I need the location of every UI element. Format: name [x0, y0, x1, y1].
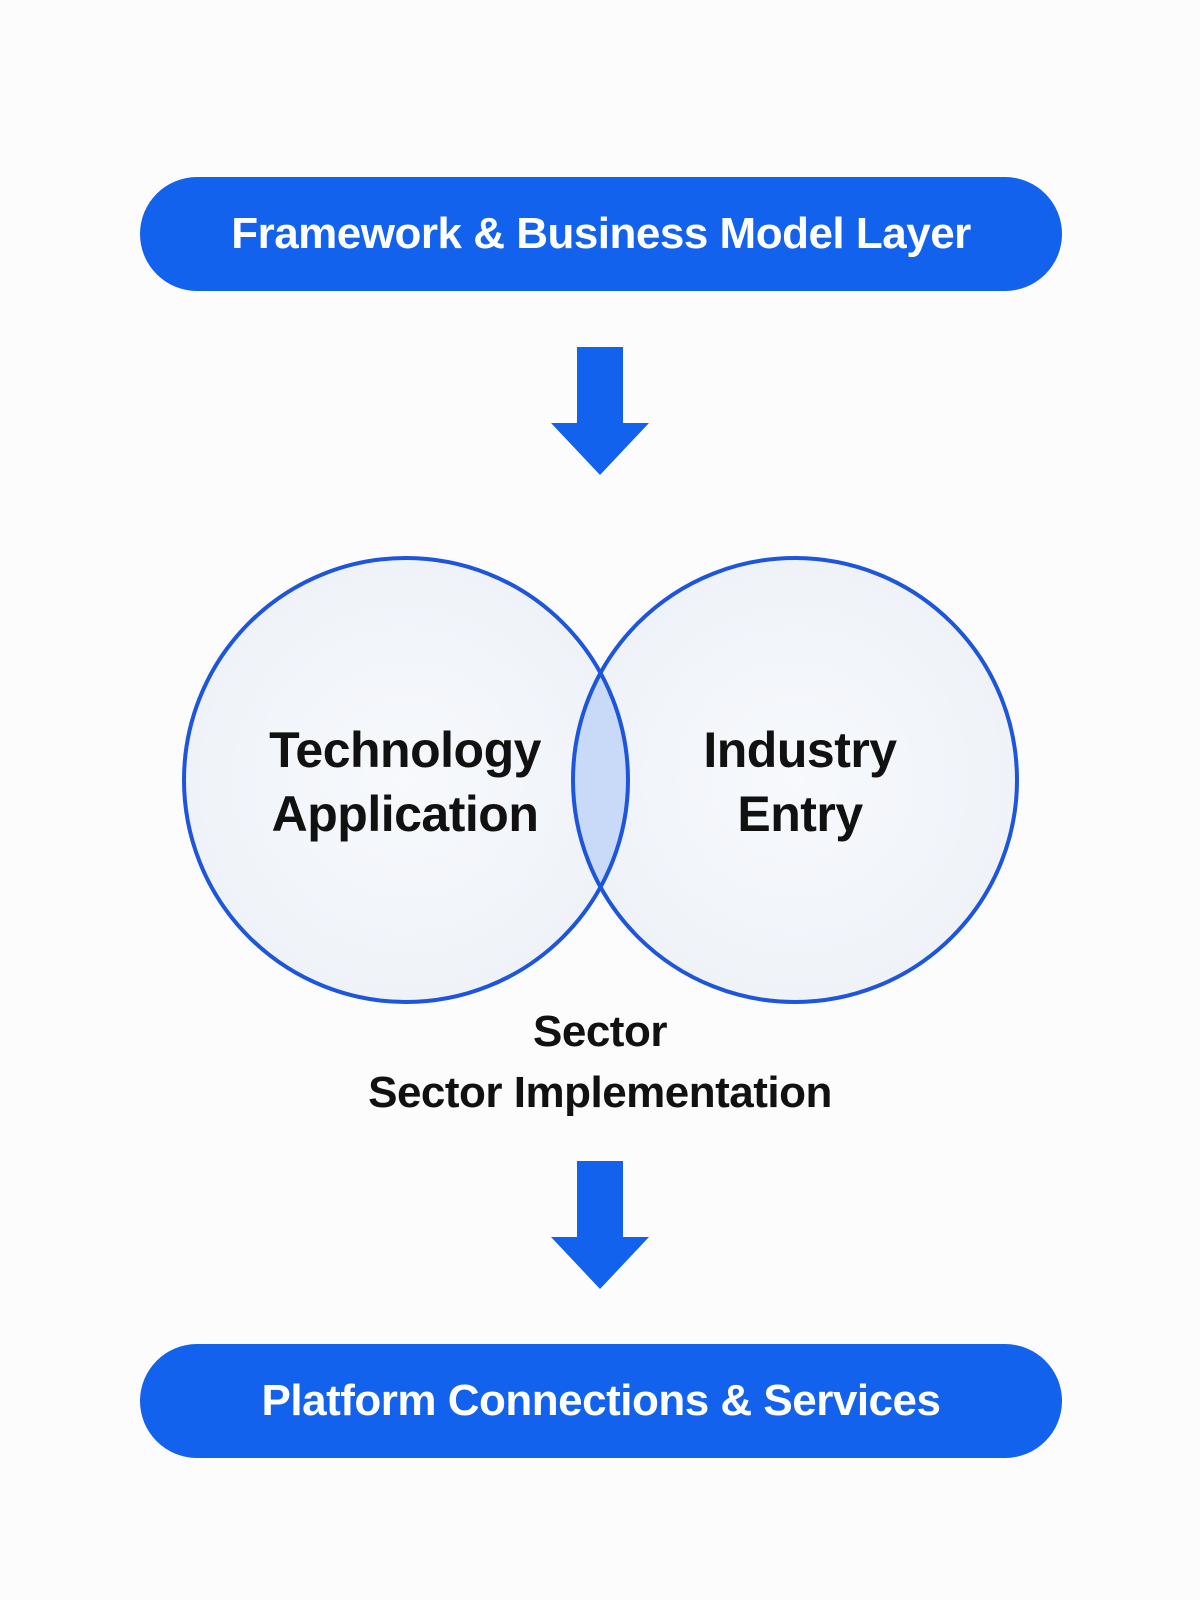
left-circle: [184, 558, 628, 1002]
technology-application-label: Technology Application: [240, 718, 570, 846]
left-circle-outline: [182, 556, 630, 1004]
application-label: Application: [271, 786, 539, 842]
arrow-down-icon: [551, 347, 649, 475]
right-circle: [573, 558, 1017, 1002]
framework-layer-pill: Framework & Business Model Layer: [140, 177, 1062, 291]
entry-label: Entry: [737, 786, 863, 842]
sector-implementation-caption: Sector Implementation: [368, 1068, 832, 1117]
framework-layer-label: Framework & Business Model Layer: [231, 209, 971, 258]
industry-entry-label: Industry Entry: [660, 718, 940, 846]
arrow-down-icon: [551, 1161, 649, 1289]
technology-label: Technology: [269, 722, 541, 778]
industry-label: Industry: [703, 722, 897, 778]
right-circle-outline: [571, 556, 1019, 1004]
sector-caption: Sector: [533, 1007, 667, 1056]
platform-layer-pill: Platform Connections & Services: [140, 1344, 1062, 1458]
platform-layer-label: Platform Connections & Services: [261, 1376, 941, 1425]
